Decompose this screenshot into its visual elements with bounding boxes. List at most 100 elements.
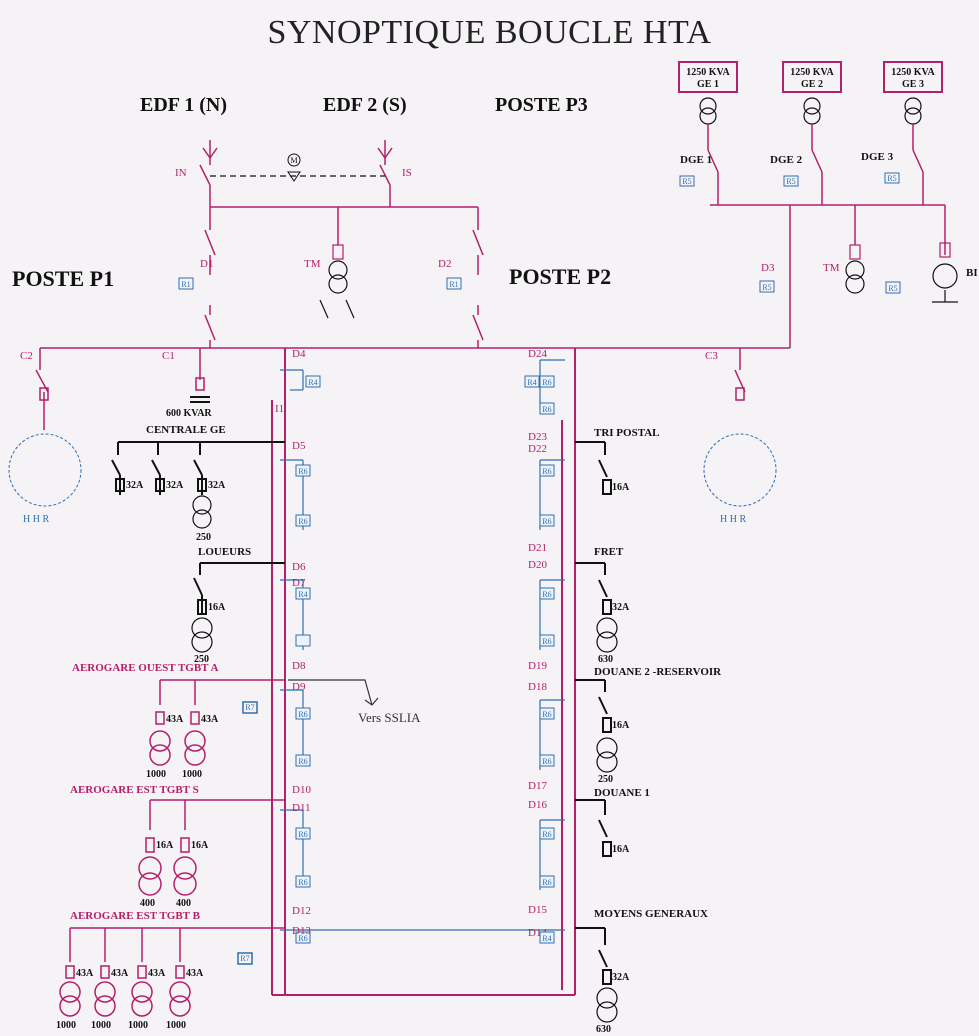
left-relay-4 <box>295 634 311 647</box>
right-relay-4-label: R6 <box>542 517 551 526</box>
poste-p2-label: POSTE P2 <box>509 264 612 289</box>
right-relay-11-label: R4 <box>542 934 551 943</box>
loueurs-feeder <box>191 562 285 653</box>
svg-text:250: 250 <box>196 532 211 543</box>
svg-text:32A: 32A <box>208 480 226 491</box>
left-relay-1-label: R6 <box>298 467 307 476</box>
svg-text:TM: TM <box>823 262 840 274</box>
svg-text:GE 2: GE 2 <box>801 79 823 90</box>
svg-text:CENTRALE GE: CENTRALE GE <box>146 424 226 436</box>
left-breaker-d8: D8 <box>292 660 306 672</box>
right-relay-2-label: R6 <box>542 405 551 414</box>
right-breaker-d15: D15 <box>528 904 547 916</box>
left-relay-5 <box>295 707 311 720</box>
right-relay-3-label: R6 <box>542 467 551 476</box>
svg-text:1000: 1000 <box>166 1020 186 1031</box>
left-relays <box>280 369 565 931</box>
poste-p3-label: POSTE P3 <box>495 94 588 116</box>
left-relay-0 <box>305 375 321 388</box>
svg-text:C1: C1 <box>162 350 175 362</box>
svg-text:R1: R1 <box>181 280 190 289</box>
right-breaker-d23: D23 <box>528 431 547 443</box>
edf2-label: EDF 2 (S) <box>323 94 407 116</box>
svg-text:AEROGARE EST TGBT B: AEROGARE EST TGBT B <box>70 910 201 922</box>
svg-text:R7: R7 <box>245 703 254 712</box>
svg-text:DGE 3: DGE 3 <box>861 151 894 163</box>
i1-label: I1 <box>275 403 284 415</box>
svg-text:R5: R5 <box>682 177 691 186</box>
diagram-title: SYNOPTIQUE BOUCLE HTA <box>267 14 712 51</box>
svg-text:LOUEURS: LOUEURS <box>198 546 251 558</box>
section-labels: CENTRALE GE LOUEURS AEROGARE OUEST TGBT … <box>70 424 722 922</box>
svg-text:32A: 32A <box>612 602 630 613</box>
left-breaker-d7: D7 <box>292 577 306 589</box>
right-relay-11 <box>539 931 555 944</box>
svg-text:16A: 16A <box>612 720 630 731</box>
svg-text:DOUANE 2 -RESERVOIR: DOUANE 2 -RESERVOIR <box>594 666 722 678</box>
right-breaker-d22: D22 <box>528 443 547 455</box>
left-relay-9-label: R6 <box>298 934 307 943</box>
right-relay-7 <box>539 707 555 720</box>
svg-text:250: 250 <box>194 654 209 665</box>
svg-text:C2: C2 <box>20 350 33 362</box>
svg-text:250: 250 <box>598 774 613 785</box>
right-relay-1-label: R6 <box>542 378 551 387</box>
svg-text:32A: 32A <box>612 972 630 983</box>
right-relay-0-label: R4 <box>527 378 536 387</box>
svg-text:1250 KVA: 1250 KVA <box>790 67 834 78</box>
svg-text:TM: TM <box>304 258 321 270</box>
edf1-label: EDF 1 (N) <box>140 94 228 116</box>
right-relay-6 <box>539 634 555 647</box>
right-relay-9 <box>539 827 555 840</box>
svg-text:43A: 43A <box>201 714 219 725</box>
svg-text:600 KVAR: 600 KVAR <box>166 408 212 419</box>
svg-text:630: 630 <box>598 654 613 665</box>
svg-text:DOUANE 1: DOUANE 1 <box>594 787 650 799</box>
svg-text:Vers SSLIA: Vers SSLIA <box>358 710 421 725</box>
svg-text:R5: R5 <box>888 284 897 293</box>
right-relay-8 <box>539 754 555 767</box>
svg-text:32A: 32A <box>166 480 184 491</box>
left-breaker-d12: D12 <box>292 905 311 917</box>
left-breaker-d11: D11 <box>292 802 311 814</box>
svg-text:16A: 16A <box>191 840 209 851</box>
left-relay-2-label: R6 <box>298 517 307 526</box>
svg-text:43A: 43A <box>186 968 204 979</box>
svg-text:1000: 1000 <box>91 1020 111 1031</box>
svg-text:1250 KVA: 1250 KVA <box>891 67 935 78</box>
left-breaker-d6: D6 <box>292 561 306 573</box>
edf-incomers <box>40 140 946 349</box>
left-relay-6-label: R6 <box>298 757 307 766</box>
right-breaker-d16: D16 <box>528 799 547 811</box>
svg-text:FRET: FRET <box>594 546 624 558</box>
left-relay-8-label: R6 <box>298 878 307 887</box>
generator-feeders <box>699 97 922 125</box>
edf-labels: IN IS M D1 D2 TM D3 TM BI R1 R1 R5 R5 <box>175 153 978 294</box>
svg-text:R7: R7 <box>240 954 249 963</box>
svg-text:1250 KVA: 1250 KVA <box>686 67 730 78</box>
svg-text:TRI POSTAL: TRI POSTAL <box>594 427 660 439</box>
svg-text:R1: R1 <box>449 280 458 289</box>
svg-text:16A: 16A <box>208 602 226 613</box>
svg-text:43A: 43A <box>111 968 129 979</box>
right-relay-1 <box>539 375 555 388</box>
hh-right-label: H H R <box>720 514 746 525</box>
svg-text:GE 3: GE 3 <box>902 79 924 90</box>
svg-text:400: 400 <box>140 898 155 909</box>
svg-text:D2: D2 <box>438 258 451 270</box>
svg-text:BI: BI <box>966 267 978 279</box>
svg-text:1000: 1000 <box>146 769 166 780</box>
capacitor-feeders <box>35 348 746 430</box>
left-relay-8 <box>295 875 311 888</box>
left-relay-7 <box>295 827 311 840</box>
svg-text:DGE 2: DGE 2 <box>770 154 803 166</box>
svg-text:AEROGARE OUEST TGBT A: AEROGARE OUEST TGBT A <box>72 662 218 674</box>
aerogare-feeders <box>59 679 285 1017</box>
svg-text:630: 630 <box>596 1024 611 1035</box>
svg-text:M: M <box>290 156 297 165</box>
vers-arrow <box>288 679 379 706</box>
right-relay-5-label: R6 <box>542 590 551 599</box>
